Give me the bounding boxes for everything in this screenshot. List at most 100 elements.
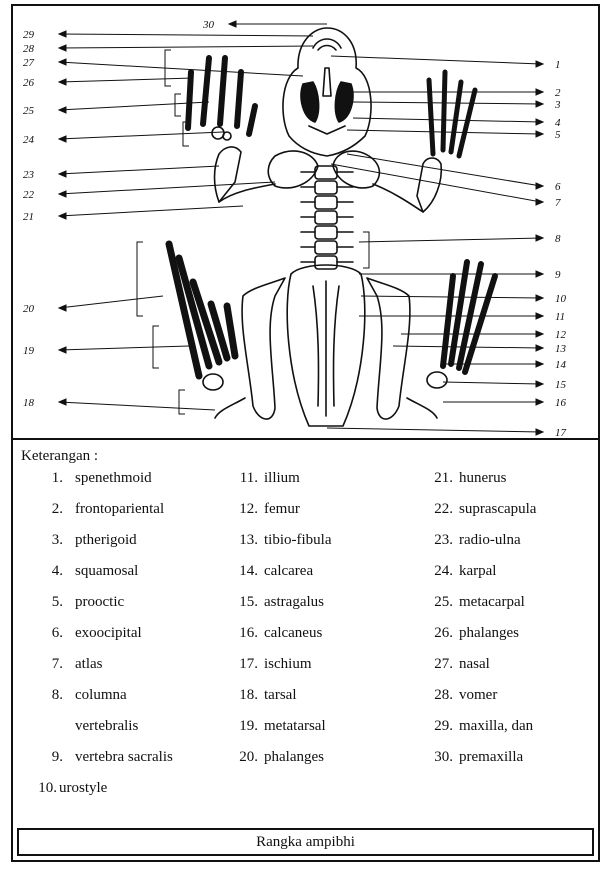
arrowhead bbox=[535, 330, 545, 338]
bracket bbox=[182, 121, 189, 147]
callout-label: 30 bbox=[202, 19, 215, 31]
leader-line bbox=[58, 295, 164, 309]
legend-item: 6.exoocipital bbox=[13, 625, 142, 642]
arrowhead bbox=[57, 212, 67, 220]
legend-item: 23.radio-ulna bbox=[433, 532, 520, 549]
leader-line bbox=[58, 33, 314, 37]
bracket bbox=[178, 389, 185, 415]
phalanx-right-hand bbox=[448, 79, 464, 155]
arrowhead bbox=[535, 428, 545, 436]
arrowhead bbox=[57, 106, 67, 114]
leader-line bbox=[58, 77, 194, 83]
arrowhead bbox=[535, 198, 545, 206]
callout-label: 29 bbox=[23, 29, 35, 41]
legend-item: 9.vertebra sacralis bbox=[13, 749, 173, 766]
leader-line bbox=[352, 117, 542, 123]
legend-item: 4.squamosal bbox=[13, 563, 139, 580]
legend-item-text: metacarpal bbox=[459, 594, 525, 610]
callout-label: 21 bbox=[23, 211, 34, 223]
leader-line bbox=[58, 401, 216, 411]
leader-line bbox=[358, 237, 542, 243]
vertebra bbox=[314, 195, 338, 210]
callout-label: 15 bbox=[555, 379, 567, 391]
arrowhead bbox=[57, 58, 67, 66]
legend-item: 19.metatarsal bbox=[238, 718, 325, 735]
phalanx-right-foot bbox=[440, 273, 456, 369]
legend-item-text: astragalus bbox=[264, 594, 324, 610]
suprascapula-right bbox=[332, 150, 381, 189]
carpal-left bbox=[211, 126, 225, 140]
leader-line bbox=[58, 131, 224, 140]
legend: Keterangan : 1.spenethmoid 2.frontoparien… bbox=[13, 440, 598, 822]
legend-item-number: 24. bbox=[434, 563, 453, 579]
suprascapula-left bbox=[267, 150, 319, 189]
phalanx-left-foot bbox=[223, 302, 239, 360]
legend-item-number: 26. bbox=[434, 625, 453, 641]
callout-label: 4 bbox=[555, 117, 561, 129]
legend-item: vertebralis bbox=[13, 718, 138, 735]
phalanx-right-hand bbox=[426, 77, 436, 157]
legend-item-number: 11. bbox=[239, 470, 258, 486]
arrowhead bbox=[535, 60, 545, 68]
leader-line bbox=[58, 165, 220, 175]
legend-item-number: 21. bbox=[434, 470, 453, 486]
legend-item-text: hunerus bbox=[459, 470, 507, 486]
legend-item-number: 9. bbox=[51, 749, 63, 765]
callout-label: 22 bbox=[23, 189, 35, 201]
callout-label: 28 bbox=[23, 43, 35, 55]
legend-item-text: calcaneus bbox=[264, 625, 323, 641]
phalanx-left-foot bbox=[175, 254, 213, 370]
legend-item: 22.suprascapula bbox=[433, 501, 536, 518]
legend-item: 2.frontopariental bbox=[13, 501, 164, 518]
arrowhead bbox=[227, 20, 237, 28]
legend-item: 30.premaxilla bbox=[433, 749, 523, 766]
callout-label: 3 bbox=[554, 99, 561, 111]
callout-label: 20 bbox=[23, 303, 35, 315]
legend-item: 24. karpal bbox=[433, 563, 496, 580]
legend-item-text: phalanges bbox=[264, 749, 324, 765]
orbit-left bbox=[300, 81, 320, 123]
bracket bbox=[152, 325, 159, 369]
figure-caption: Rangka ampibhi bbox=[17, 828, 594, 856]
leader-line bbox=[326, 427, 542, 433]
legend-item-text: tibio-fibula bbox=[264, 532, 332, 548]
arrowhead bbox=[57, 304, 67, 312]
legend-item-number: 13. bbox=[239, 532, 258, 548]
legend-item: 1.spenethmoid bbox=[13, 470, 152, 487]
legend-item-number: 7. bbox=[51, 656, 63, 672]
legend-item-text: exoocipital bbox=[75, 625, 142, 641]
legend-item-text: karpal bbox=[459, 563, 497, 579]
leader-line bbox=[58, 345, 190, 351]
arrowhead bbox=[57, 78, 67, 86]
arrowhead bbox=[57, 190, 67, 198]
legend-item: 29.maxilla, dan bbox=[433, 718, 533, 735]
leader-line bbox=[346, 129, 542, 135]
legend-item: 17.ischium bbox=[238, 656, 311, 673]
legend-item-text: phalanges bbox=[459, 625, 519, 641]
legend-title: Keterangan : bbox=[21, 448, 99, 464]
arrowhead bbox=[535, 294, 545, 302]
legend-item: 5.prooctic bbox=[13, 594, 124, 611]
legend-item-number: 20. bbox=[239, 749, 258, 765]
leader-line bbox=[352, 101, 542, 105]
arrowhead bbox=[57, 135, 67, 143]
arrowhead bbox=[535, 234, 545, 242]
callout-label: 1 bbox=[555, 59, 561, 71]
legend-item-number: 14. bbox=[239, 563, 258, 579]
callout-label: 6 bbox=[555, 181, 561, 193]
leader-line bbox=[346, 153, 542, 187]
phalanx-left-hand bbox=[234, 69, 244, 129]
leader-line bbox=[330, 163, 542, 203]
orbit-right bbox=[334, 81, 354, 123]
prootic bbox=[308, 125, 346, 135]
legend-item-number: 15. bbox=[239, 594, 258, 610]
legend-item-text: calcarea bbox=[264, 563, 314, 579]
femur-left bbox=[241, 277, 286, 420]
phalanx-left-foot bbox=[189, 278, 223, 366]
arrowhead bbox=[57, 398, 67, 406]
legend-item: 10.urostyle bbox=[13, 780, 107, 797]
arrowhead bbox=[535, 100, 545, 108]
legend-item-number: 17. bbox=[239, 656, 258, 672]
legend-item-text: prooctic bbox=[75, 594, 125, 610]
legend-item-number: 1. bbox=[51, 470, 63, 486]
